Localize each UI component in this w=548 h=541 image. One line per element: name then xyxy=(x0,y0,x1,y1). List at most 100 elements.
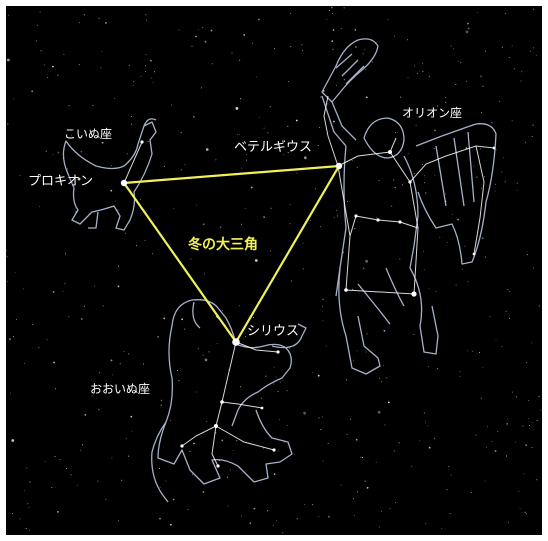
procyon-label: プロキオン xyxy=(28,174,94,189)
background-star xyxy=(169,523,172,526)
background-star xyxy=(66,468,67,469)
background-star xyxy=(128,455,130,457)
background-star xyxy=(502,156,504,158)
background-star xyxy=(145,54,147,56)
background-star xyxy=(401,184,403,186)
background-star xyxy=(219,226,222,229)
background-star xyxy=(508,57,510,59)
background-star xyxy=(80,318,83,320)
background-star xyxy=(110,189,113,192)
background-star xyxy=(433,148,435,149)
background-star xyxy=(383,364,385,366)
background-star xyxy=(38,347,40,349)
background-star xyxy=(362,457,363,459)
background-star xyxy=(114,97,116,99)
background-star xyxy=(476,176,478,178)
background-star xyxy=(343,7,345,9)
background-star xyxy=(336,85,338,86)
background-star xyxy=(9,338,11,341)
background-star xyxy=(302,242,304,244)
background-star xyxy=(275,520,277,522)
background-star xyxy=(381,381,383,383)
background-star xyxy=(258,137,260,139)
background-star xyxy=(40,50,42,52)
background-star xyxy=(64,283,66,285)
background-star xyxy=(321,416,323,418)
background-star xyxy=(98,409,100,411)
background-star xyxy=(130,116,132,117)
background-star xyxy=(253,507,256,510)
betelgeuse-star xyxy=(335,162,343,170)
background-star xyxy=(64,252,66,254)
background-star xyxy=(450,45,452,47)
background-star xyxy=(314,188,316,190)
background-star xyxy=(336,215,338,217)
background-star xyxy=(424,175,426,177)
background-star xyxy=(117,285,120,288)
background-star xyxy=(184,328,186,330)
background-star xyxy=(531,446,533,448)
background-star xyxy=(117,520,119,522)
background-star xyxy=(343,251,345,253)
background-star xyxy=(511,45,513,47)
background-star xyxy=(540,409,542,411)
background-star xyxy=(330,6,333,9)
background-star xyxy=(516,189,518,191)
background-star xyxy=(487,426,489,428)
background-star xyxy=(279,419,280,421)
background-star xyxy=(434,174,436,176)
background-star xyxy=(520,80,522,82)
background-star xyxy=(481,112,482,114)
background-star xyxy=(351,160,353,162)
background-star xyxy=(147,141,149,142)
background-star xyxy=(414,65,415,67)
background-star xyxy=(151,77,153,79)
background-star xyxy=(379,377,381,379)
background-star xyxy=(78,64,80,66)
background-star xyxy=(507,418,509,420)
background-star xyxy=(6,250,7,252)
background-star xyxy=(126,153,128,155)
background-star xyxy=(352,359,354,361)
background-star xyxy=(26,467,28,469)
background-star xyxy=(375,461,377,463)
background-star xyxy=(101,50,103,52)
background-star xyxy=(152,82,154,84)
background-star xyxy=(494,450,497,452)
background-star xyxy=(184,164,186,165)
background-star xyxy=(538,395,540,397)
background-star xyxy=(333,216,335,218)
background-star xyxy=(128,353,130,355)
background-star xyxy=(491,122,493,124)
background-star xyxy=(187,509,189,511)
background-star xyxy=(497,431,499,433)
background-star xyxy=(524,511,526,513)
background-star xyxy=(239,305,241,307)
background-star xyxy=(528,400,530,401)
background-star xyxy=(57,511,59,513)
background-star xyxy=(365,259,368,263)
background-star xyxy=(252,42,254,44)
background-star xyxy=(521,71,523,73)
orion-lines xyxy=(323,95,495,295)
background-star xyxy=(39,11,41,13)
background-star xyxy=(519,508,521,509)
background-star xyxy=(82,444,83,446)
background-star xyxy=(320,226,322,228)
background-star xyxy=(536,479,538,481)
background-star xyxy=(435,291,437,293)
background-star xyxy=(71,134,73,136)
background-star xyxy=(59,459,61,460)
background-star xyxy=(486,446,488,448)
background-star xyxy=(413,173,415,175)
background-star xyxy=(244,208,246,209)
background-star xyxy=(205,148,209,151)
background-star xyxy=(35,40,37,42)
background-star xyxy=(51,487,53,489)
background-star xyxy=(494,190,496,192)
background-star xyxy=(46,339,48,341)
background-star xyxy=(181,318,184,321)
background-star xyxy=(289,12,291,14)
star-map-svg xyxy=(6,6,542,534)
background-star xyxy=(270,250,272,252)
